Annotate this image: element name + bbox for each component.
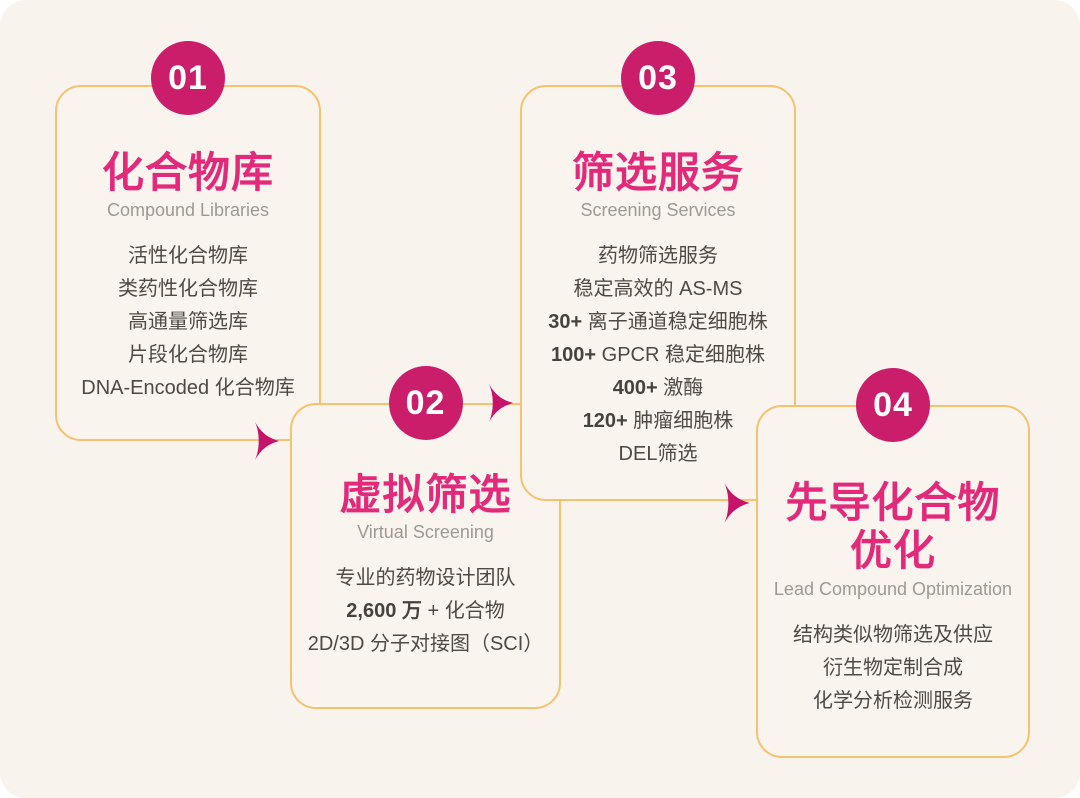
arrow-right-icon bbox=[488, 383, 514, 423]
card-title: 化合物库 bbox=[101, 149, 274, 196]
card-item: 片段化合物库 bbox=[128, 344, 248, 367]
card-item: 120+ 肿瘤细胞株 bbox=[582, 410, 734, 433]
card-title: 先导化合物 优化 bbox=[785, 479, 1001, 575]
card-item: 2,600 万 + 化合物 bbox=[346, 600, 505, 623]
card-item: 2D/3D 分子对接图（SCI） bbox=[307, 633, 544, 656]
card-screening-services: 03 筛选服务 Screening Services 药物筛选服务稳定高效的 A… bbox=[520, 41, 796, 501]
card-subtitle: Virtual Screening bbox=[357, 522, 494, 543]
card-lead-compound-optimization: 04 先导化合物 优化 Lead Compound Optimization 结… bbox=[756, 368, 1030, 758]
card-item: 活性化合物库 bbox=[128, 245, 248, 268]
card-item: 衍生物定制合成 bbox=[823, 656, 963, 679]
card-item-list: 活性化合物库类药性化合物库高通量筛选库片段化合物库 DNA-Encoded 化合物… bbox=[57, 240, 319, 405]
card-item: 药物筛选服务 bbox=[598, 245, 718, 268]
card-item: 400+ 激酶 bbox=[612, 377, 704, 400]
card-item: 类药性化合物库 bbox=[118, 278, 258, 301]
card-title: 虚拟筛选 bbox=[339, 471, 512, 518]
step-number-badge: 01 bbox=[151, 41, 225, 115]
card-subtitle: Compound Libraries bbox=[106, 200, 270, 221]
card-item: 高通量筛选库 bbox=[128, 311, 248, 334]
step-number-badge: 03 bbox=[621, 41, 695, 115]
card-item: 稳定高效的 AS-MS bbox=[573, 278, 743, 301]
card-virtual-screening: 02 虚拟筛选 Virtual Screening 专业的药物设计团队 2,600… bbox=[290, 366, 561, 709]
card-title: 筛选服务 bbox=[571, 149, 744, 196]
card-item: 30+ 离子通道稳定细胞株 bbox=[548, 311, 768, 334]
card-subtitle: Lead Compound Optimization bbox=[773, 578, 1013, 599]
card-item-list: 药物筛选服务稳定高效的 AS-MS 30+ 离子通道稳定细胞株 100+ GPCR … bbox=[522, 240, 794, 471]
card-item-list: 专业的药物设计团队 2,600 万 + 化合物 2D/3D 分子对接图（SCI） bbox=[292, 562, 559, 661]
card-item: DEL筛选 bbox=[618, 443, 698, 466]
card-item: 化学分析检测服务 bbox=[813, 689, 973, 712]
card-compound-libraries: 01 化合物库 Compound Libraries 活性化合物库类药性化合物库… bbox=[55, 41, 321, 441]
card-item: 100+ GPCR 稳定细胞株 bbox=[551, 344, 765, 367]
card-item-list: 结构类似物筛选及供应衍生物定制合成化学分析检测服务 bbox=[758, 619, 1028, 718]
step-number-badge: 04 bbox=[856, 368, 930, 442]
card-item: DNA-Encoded 化合物库 bbox=[81, 377, 295, 400]
card-item: 专业的药物设计团队 bbox=[335, 567, 516, 590]
step-number-badge: 02 bbox=[388, 366, 463, 440]
card-subtitle: Screening Services bbox=[580, 200, 736, 221]
arrow-right-icon bbox=[254, 421, 280, 461]
arrow-right-icon bbox=[723, 482, 751, 524]
card-item: 结构类似物筛选及供应 bbox=[793, 623, 993, 646]
